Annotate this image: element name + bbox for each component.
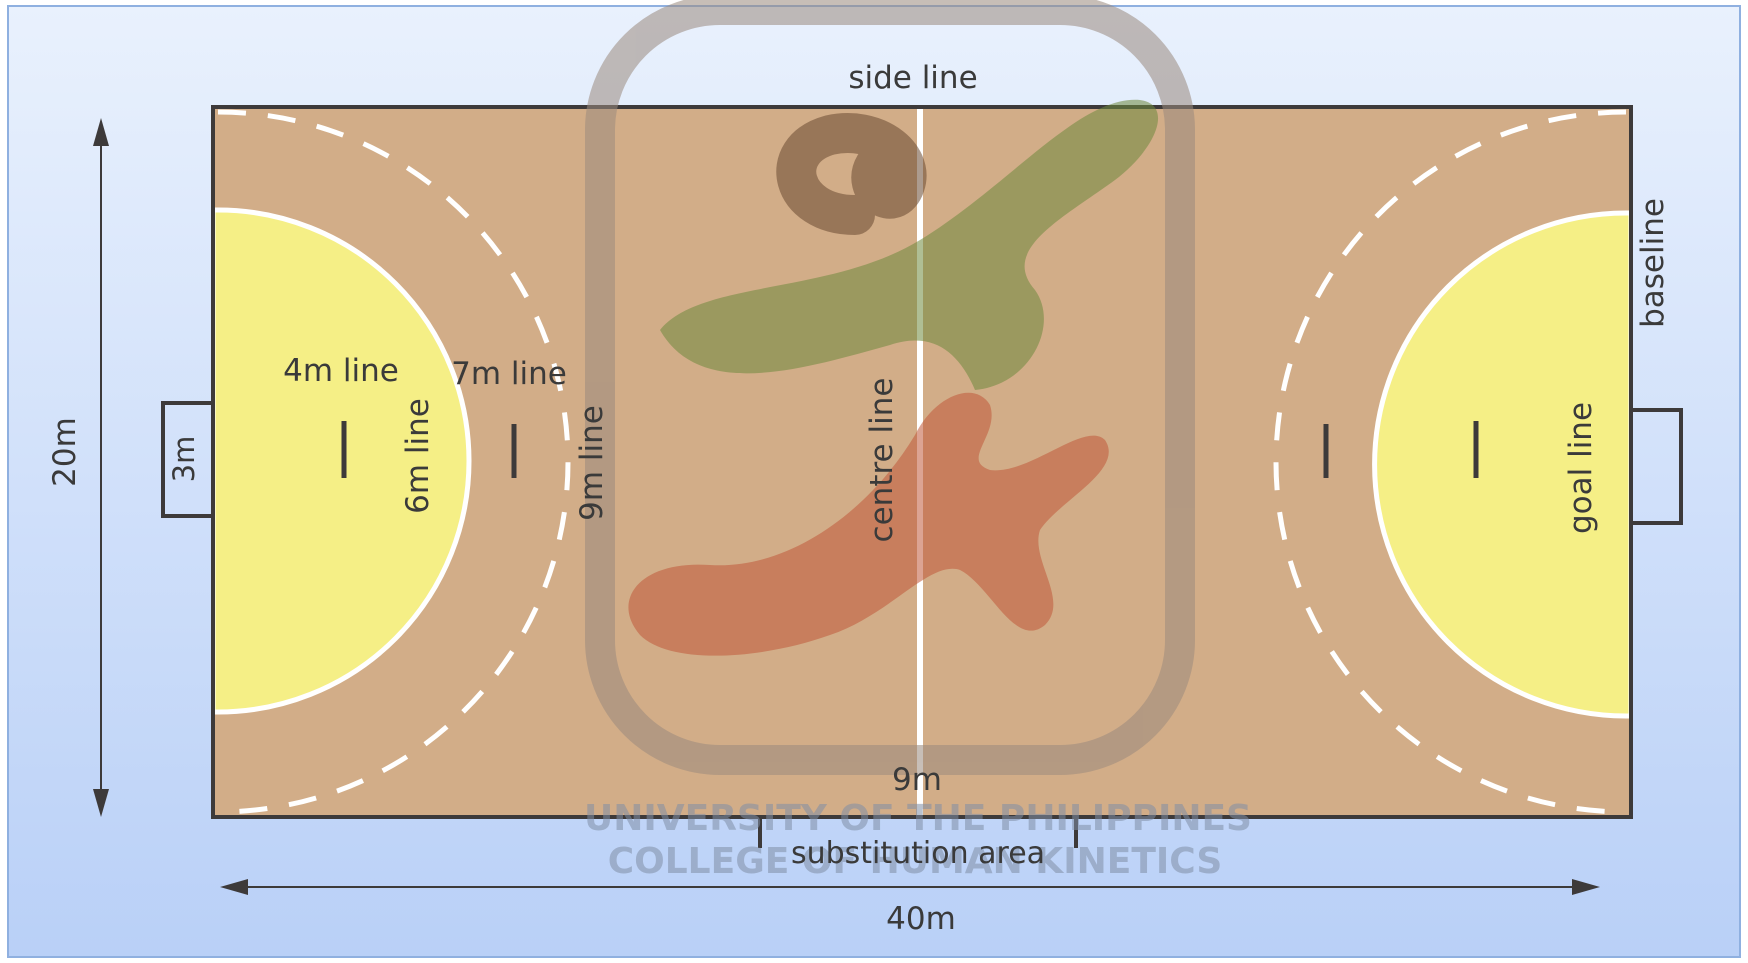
left-goal-area [213, 207, 472, 715]
watermark-logo [585, 0, 1195, 775]
side-line-label: side line [848, 60, 977, 96]
six-m-line-label: 6m line [400, 398, 436, 514]
logo-orange-stroke [628, 392, 1109, 656]
left-goal [161, 401, 215, 518]
watermark-line-1: UNIVERSITY OF THE PHILIPPINES [584, 798, 1252, 839]
four-m-line-label: 4m line [283, 353, 399, 389]
arrow-head-down [93, 789, 109, 817]
length-40m-label: 40m [886, 901, 956, 937]
arrow-head-right [1572, 879, 1600, 895]
nine-m-line-label: 9m line [574, 405, 610, 521]
watermark-line-2: COLLEGE OF HUMAN KINETICS [608, 841, 1223, 882]
seven-m-line-label: 7m line [451, 356, 567, 392]
logo-green-stroke [660, 99, 1159, 390]
goal-3m-label: 3m [167, 436, 201, 483]
logo-brown-swirl [776, 113, 927, 235]
nine-m-label: 9m [892, 762, 942, 798]
centre-line-label: centre line [864, 378, 900, 543]
right-goal-area [1372, 210, 1631, 719]
arrow-head-up [93, 118, 109, 146]
width-20m-label: 20m [47, 417, 83, 487]
right-free-throw-line [1273, 109, 1627, 815]
right-goal [1629, 408, 1683, 525]
arrow-head-left [220, 879, 248, 895]
logo-frame [585, 0, 1195, 775]
goal-line-label: goal line [1563, 402, 1599, 534]
baseline-label: baseline [1635, 198, 1671, 328]
substitution-area-label: substitution area [791, 836, 1045, 871]
dimension-arrows [93, 118, 1600, 895]
left-free-throw-line [217, 109, 571, 815]
